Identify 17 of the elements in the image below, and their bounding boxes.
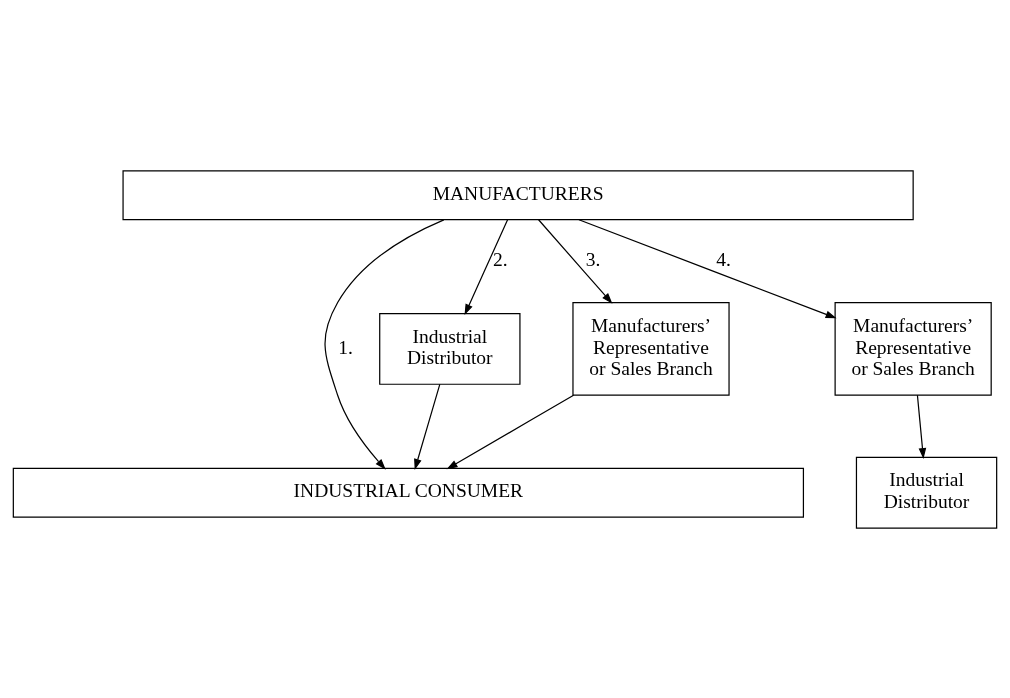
edge-label: 4. xyxy=(716,248,731,270)
node-box: INDUSTRIAL CONSUMER xyxy=(12,467,805,518)
arrow xyxy=(464,218,509,315)
arrow xyxy=(324,218,445,470)
node-box: Manufacturers’ Representative or Sales Branch xyxy=(572,301,730,396)
edge-label: 3. xyxy=(585,248,601,270)
arrow xyxy=(578,218,837,318)
node-box: Industrial Distributor xyxy=(855,456,998,529)
edge-label: 2. xyxy=(493,248,508,270)
node-box: Manufacturers’ Representative or Sales Branch xyxy=(834,301,992,396)
arrow xyxy=(916,394,927,459)
arrow xyxy=(537,218,613,304)
arrow xyxy=(446,394,575,469)
node-box: Industrial Distributor xyxy=(379,312,521,385)
edge-label: 1. xyxy=(338,336,353,358)
arrow xyxy=(414,383,441,470)
node-box: MANUFACTURERS xyxy=(122,169,914,220)
